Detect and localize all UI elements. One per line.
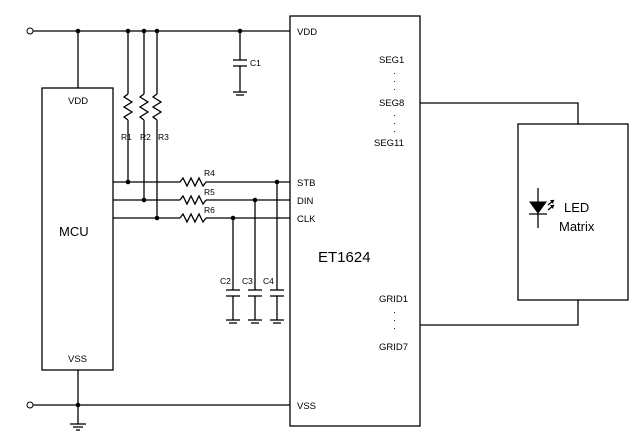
junction-dot xyxy=(75,28,81,34)
pin-ellipsis: · xyxy=(393,126,396,136)
resistor-r2: R2 xyxy=(138,31,151,200)
pin-ellipsis: · xyxy=(393,323,396,333)
junction-dot xyxy=(125,179,131,185)
capacitor-c4: C4 xyxy=(263,182,284,324)
junction-dot xyxy=(141,197,147,203)
pin-ellipsis: · xyxy=(393,68,396,78)
led-matrix-title-line2: Matrix xyxy=(559,219,595,234)
grid-bus xyxy=(420,300,579,326)
ic-stb-pin: STB xyxy=(297,178,315,189)
ic-vdd-pin: VDD xyxy=(297,27,317,38)
ic-din-pin: DIN xyxy=(297,196,314,207)
c2-label: C2 xyxy=(220,276,231,286)
pin-ellipsis: · xyxy=(393,110,396,120)
mcu-vss-label: VSS xyxy=(68,354,87,365)
pin-ellipsis: · xyxy=(393,118,396,128)
vss-rail xyxy=(26,401,290,409)
junction-dot xyxy=(154,28,160,34)
c3-label: C3 xyxy=(242,276,253,286)
ic-grid1-pin: GRID1 xyxy=(379,294,408,305)
pin-ellipsis: · xyxy=(393,84,396,94)
ic-seg11-pin: SEG11 xyxy=(374,138,404,149)
capacitor-c1: C1 xyxy=(233,31,261,96)
pin-ellipsis: · xyxy=(393,76,396,86)
led-diode-icon xyxy=(529,188,555,228)
resistor-r3: R3 xyxy=(151,31,169,218)
capacitor-c2: C2 xyxy=(220,218,240,324)
r3-label: R3 xyxy=(158,132,169,142)
ic-seg1-pin: SEG1 xyxy=(379,55,404,66)
ic-label: ET1624 xyxy=(318,249,371,266)
mcu-ground-symbol xyxy=(70,423,86,431)
r6-label: R6 xyxy=(204,205,215,215)
et1624-chip: VDD SEG1 · · · SEG8 · · · SEG11 STB DIN … xyxy=(289,15,421,427)
clk-line: R6 xyxy=(113,205,290,224)
din-line: R5 xyxy=(113,187,290,206)
junction-dot xyxy=(237,28,243,34)
led-matrix-title-line1: LED xyxy=(564,200,589,215)
junction-dot xyxy=(141,28,147,34)
c4-label: C4 xyxy=(263,276,274,286)
r5-label: R5 xyxy=(204,187,215,197)
pin-ellipsis: · xyxy=(393,307,396,317)
led-matrix-block: LED Matrix xyxy=(517,123,629,301)
ic-seg8-pin: SEG8 xyxy=(379,98,404,109)
ic-vss-pin: VSS xyxy=(297,401,316,412)
stb-line: R4 xyxy=(113,168,290,188)
mcu-block: VDD MCU VSS xyxy=(41,87,114,371)
mcu-label: MCU xyxy=(59,224,89,239)
ic-grid7-pin: GRID7 xyxy=(379,342,408,353)
pin-ellipsis: · xyxy=(393,315,396,325)
resistor-r1: R1 xyxy=(121,31,134,182)
ic-clk-pin: CLK xyxy=(297,214,316,225)
junction-dot xyxy=(154,215,160,221)
r2-label: R2 xyxy=(140,132,151,142)
seg-bus xyxy=(420,102,579,124)
r1-label: R1 xyxy=(121,132,132,142)
junction-dot xyxy=(125,28,131,34)
mcu-vdd-label: VDD xyxy=(68,96,88,107)
capacitor-c3: C3 xyxy=(242,200,262,324)
c1-label: C1 xyxy=(250,58,261,68)
r4-label: R4 xyxy=(204,168,215,178)
junction-dot xyxy=(75,402,81,408)
